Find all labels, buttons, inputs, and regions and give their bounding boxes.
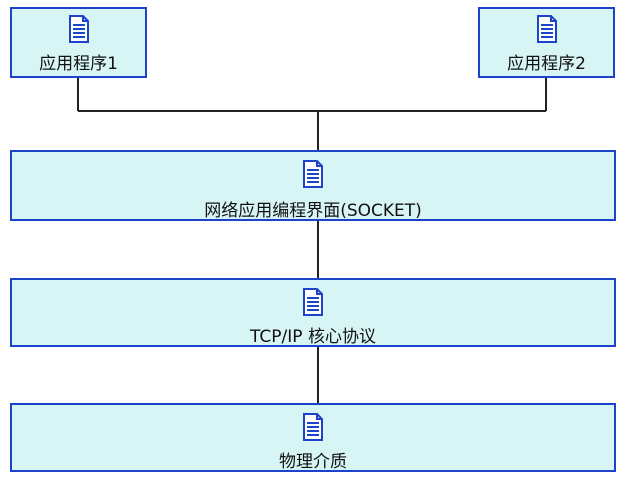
socket-layer-box[interactable]: 网络应用编程界面(SOCKET) [10, 150, 616, 221]
physical-layer-box[interactable]: 物理介质 [10, 403, 616, 472]
app1-label: 应用程序1 [39, 54, 118, 74]
tcpip-layer-box[interactable]: TCP/IP 核心协议 [10, 278, 616, 347]
document-icon [303, 160, 323, 188]
app2-box[interactable]: 应用程序2 [478, 7, 615, 78]
document-icon [68, 15, 89, 43]
document-icon [303, 288, 323, 316]
app1-box[interactable]: 应用程序1 [10, 7, 147, 78]
app2-label: 应用程序2 [507, 54, 586, 74]
document-icon [303, 413, 323, 441]
physical-layer-label: 物理介质 [279, 452, 347, 472]
document-icon [536, 15, 557, 43]
tcpip-layer-label: TCP/IP 核心协议 [250, 327, 376, 347]
socket-layer-label: 网络应用编程界面(SOCKET) [204, 201, 422, 221]
